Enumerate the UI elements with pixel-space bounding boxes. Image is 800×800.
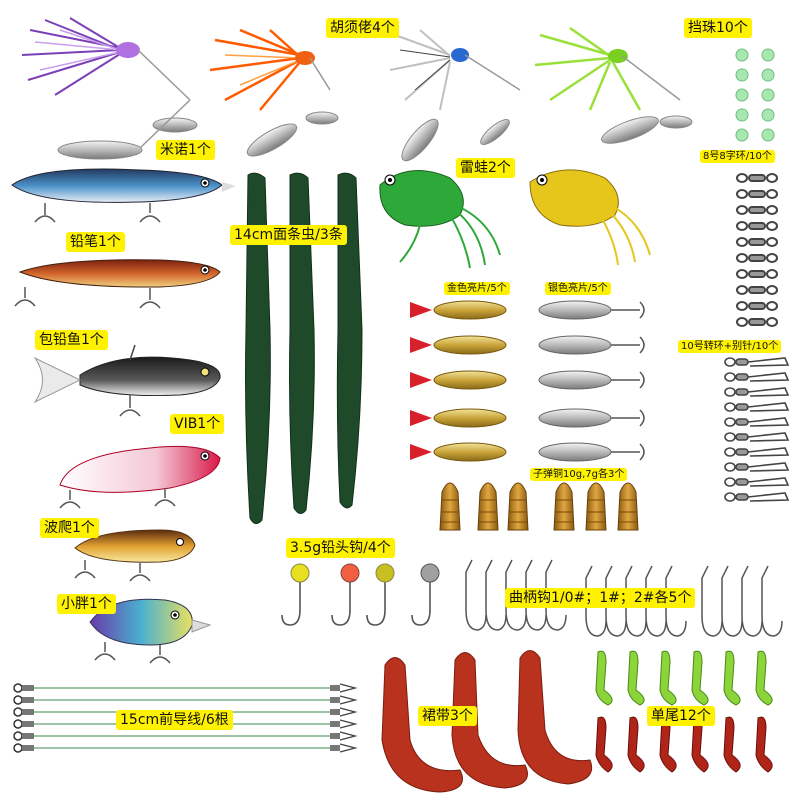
vib-lure: [59, 445, 221, 509]
minnow-lure: [11, 168, 236, 223]
spinnerbait-purple: [21, 17, 198, 160]
label-swivel8: 8号8字环/10个: [700, 150, 775, 163]
label-silver-spoon: 银色亮片/5个: [545, 282, 611, 295]
label-grub: 单尾12个: [647, 706, 715, 726]
label-crankhook: 曲柄钩1/0#；1#；2#各5个: [505, 588, 696, 608]
pencil-lure: [14, 259, 221, 309]
spinnerbait-orange: [209, 28, 339, 157]
label-spinnerbait: 胡须佬4个: [326, 18, 399, 38]
skirt-worms: [381, 650, 593, 793]
label-pencil: 铅笔1个: [66, 232, 125, 252]
label-skirt: 裙带3个: [418, 706, 477, 726]
label-leader: 15cm前导线/6根: [116, 710, 233, 730]
grubs: [595, 650, 773, 773]
label-popper: 波爬1个: [40, 518, 99, 538]
silver-spoons: [538, 300, 645, 462]
jig-heads: [281, 563, 440, 626]
label-crank: 小胖1个: [57, 594, 116, 614]
soft-fish-lure: [33, 344, 221, 417]
swivels-8: [736, 173, 778, 327]
label-gold-spoon: 金色亮片/5个: [444, 282, 510, 295]
spinnerbait-silver: [389, 29, 521, 162]
frog-green: [379, 169, 501, 269]
label-beads: 挡珠10个: [684, 18, 752, 38]
spinnerbait-green: [534, 26, 693, 144]
snaps-10: [724, 357, 790, 502]
label-frog: 雷蛙2个: [456, 158, 515, 178]
label-minnow: 米诺1个: [156, 140, 215, 160]
label-worm: 14cm面条虫/3条: [230, 225, 347, 245]
label-softfish: 包铅鱼1个: [35, 330, 108, 350]
label-vib: VIB1个: [170, 414, 225, 434]
bullet-weights: [439, 482, 639, 531]
popper-lure: [74, 529, 196, 582]
frog-yellow: [529, 169, 651, 266]
label-snap10: 10号转环+别针/10个: [678, 340, 782, 353]
label-jighead: 3.5g铅头钩/4个: [286, 538, 395, 558]
crank-hooks: [465, 559, 783, 637]
gold-spoons: [410, 300, 507, 462]
beads: [735, 48, 775, 142]
worms: [245, 172, 363, 524]
label-bullet: 子弹铜10g,7g各3个: [530, 468, 628, 481]
